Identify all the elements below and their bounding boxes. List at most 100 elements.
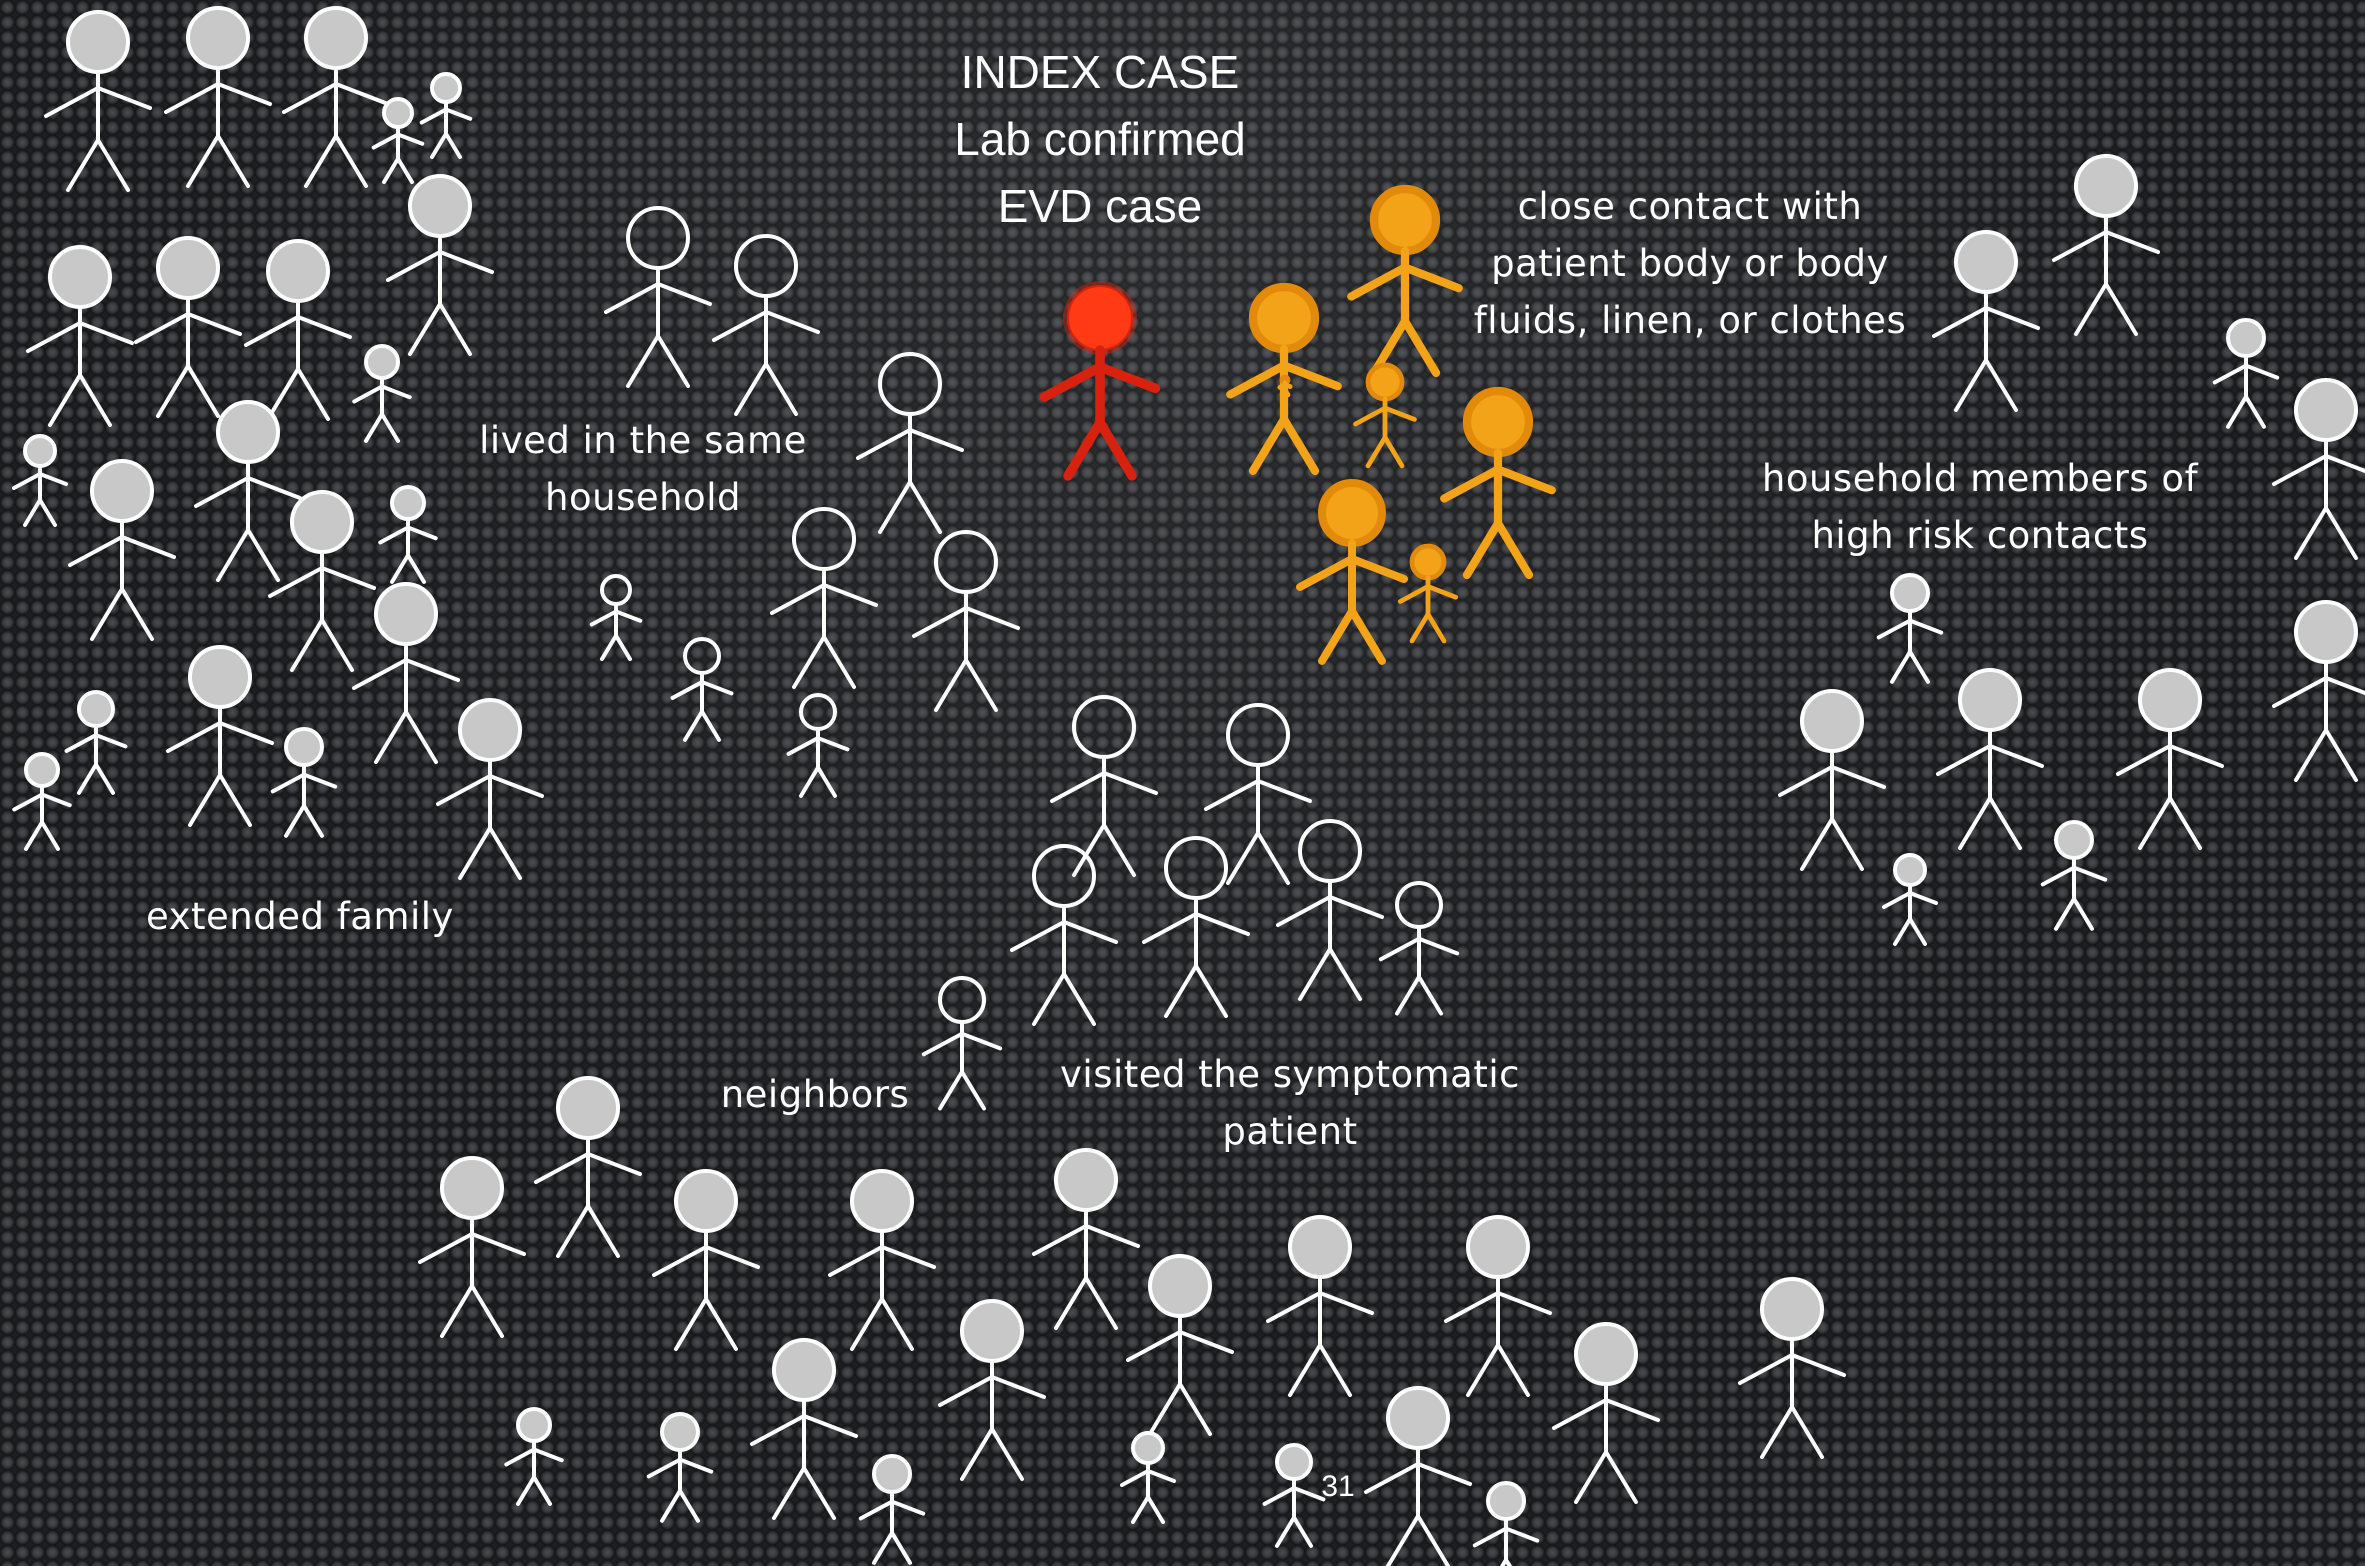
index-case-title: INDEX CASE Lab confirmed EVD case bbox=[860, 39, 1340, 240]
extended-family-label: extended family bbox=[110, 888, 490, 945]
child-figure bbox=[1120, 1431, 1176, 1524]
close-contact-line-1: close contact with bbox=[1517, 185, 1863, 228]
household-line-1: lived in the same bbox=[479, 419, 807, 462]
child-figure bbox=[1876, 573, 1944, 684]
child-figure bbox=[1882, 853, 1938, 946]
child-figure bbox=[64, 690, 128, 795]
person-figure bbox=[1142, 836, 1250, 1018]
person-figure bbox=[2052, 154, 2160, 336]
child-figure bbox=[371, 97, 425, 185]
person-figure bbox=[534, 1076, 642, 1258]
person-figure bbox=[1010, 844, 1118, 1026]
person-figure bbox=[912, 530, 1020, 712]
child-figure bbox=[1397, 543, 1459, 644]
title-line-2: Lab confirmed bbox=[954, 113, 1246, 165]
person-figure bbox=[1050, 695, 1158, 877]
child-figure bbox=[352, 344, 412, 443]
close-contact-label: close contact with patient body or body … bbox=[1440, 178, 1940, 349]
title-line-1: INDEX CASE bbox=[960, 46, 1240, 98]
person-figure bbox=[1032, 1148, 1140, 1330]
person-figure bbox=[418, 1156, 526, 1338]
person-figure bbox=[938, 1299, 1046, 1481]
person-figure bbox=[1276, 819, 1384, 1001]
child-figure bbox=[1262, 1443, 1326, 1548]
person-figure bbox=[1444, 1215, 1552, 1397]
person-figure bbox=[770, 507, 878, 689]
child-figure bbox=[12, 752, 72, 851]
person-figure bbox=[1266, 1215, 1374, 1397]
child-figure bbox=[786, 693, 850, 798]
person-figure bbox=[44, 10, 152, 192]
child-figure bbox=[378, 485, 438, 584]
person-figure bbox=[282, 6, 390, 188]
child-figure bbox=[270, 727, 338, 838]
person-figure bbox=[1440, 386, 1556, 580]
person-figure bbox=[1932, 230, 2040, 412]
child-figure bbox=[1277, 374, 1293, 398]
person-figure bbox=[1347, 184, 1463, 378]
household-line-2: household bbox=[545, 476, 741, 519]
person-figure bbox=[652, 1169, 760, 1351]
close-contacts-group bbox=[1226, 184, 1556, 665]
visitors-line-1: visited the symptomatic bbox=[1060, 1053, 1520, 1096]
household-high-risk-line-1: household members of bbox=[1761, 457, 2199, 500]
person-figure bbox=[1204, 703, 1312, 885]
person-figure bbox=[194, 400, 302, 582]
person-figure bbox=[244, 239, 352, 421]
person-figure bbox=[1296, 479, 1408, 665]
child-figure bbox=[12, 434, 68, 527]
person-figure bbox=[268, 490, 376, 672]
household-high-risk-line-2: high risk contacts bbox=[1811, 514, 2149, 557]
extended-family-text: extended family bbox=[146, 895, 454, 938]
person-figure bbox=[828, 1169, 936, 1351]
household-label: lived in the same household bbox=[462, 412, 824, 526]
visitors-label: visited the symptomatic patient bbox=[1040, 1046, 1540, 1160]
person-figure bbox=[134, 236, 242, 418]
neighbors-text: neighbors bbox=[720, 1073, 910, 1116]
person-figure bbox=[1778, 689, 1886, 871]
child-figure bbox=[419, 72, 473, 160]
index-case-group bbox=[1039, 281, 1161, 481]
person-figure bbox=[2116, 668, 2224, 850]
person-figure bbox=[1039, 281, 1161, 481]
household-group bbox=[589, 206, 1312, 885]
child-figure bbox=[504, 1407, 564, 1506]
person-figure bbox=[436, 698, 544, 880]
child-figure bbox=[646, 1412, 714, 1523]
person-figure bbox=[68, 459, 176, 641]
child-figure bbox=[670, 637, 734, 742]
person-figure bbox=[26, 245, 134, 427]
neighbors-label: neighbors bbox=[700, 1066, 930, 1123]
person-figure bbox=[1552, 1322, 1660, 1504]
child-figure bbox=[2040, 820, 2108, 931]
person-figure bbox=[386, 174, 494, 356]
child-figure bbox=[2212, 318, 2280, 429]
person-figure bbox=[352, 582, 460, 764]
title-line-3: EVD case bbox=[997, 180, 1203, 232]
person-figure bbox=[1364, 1386, 1472, 1566]
person-figure bbox=[1738, 1277, 1846, 1459]
child-figure bbox=[1472, 1481, 1540, 1566]
child-figure bbox=[858, 1454, 926, 1565]
close-contact-line-2: patient body or body bbox=[1491, 242, 1889, 285]
person-figure bbox=[1126, 1254, 1234, 1436]
visitors-line-2: patient bbox=[1222, 1110, 1358, 1153]
person-figure bbox=[712, 234, 820, 416]
person-figure bbox=[1226, 282, 1342, 476]
person-figure bbox=[1936, 668, 2044, 850]
household-of-contacts-group bbox=[1778, 154, 2365, 946]
person-figure bbox=[750, 1338, 858, 1520]
person-figure bbox=[166, 645, 274, 827]
neighbors-group bbox=[418, 1076, 1846, 1566]
child-figure bbox=[1353, 362, 1417, 469]
child-figure bbox=[589, 574, 643, 662]
person-figure bbox=[604, 206, 712, 388]
page-number: 31 bbox=[1321, 1470, 1355, 1503]
household-high-risk-label: household members of high risk contacts bbox=[1740, 450, 2220, 564]
visitors-group bbox=[921, 819, 1460, 1111]
person-figure bbox=[856, 352, 964, 534]
person-figure bbox=[2272, 600, 2365, 782]
person-figure bbox=[2272, 378, 2365, 560]
person-figure bbox=[921, 976, 1003, 1111]
person-figure bbox=[164, 6, 272, 188]
